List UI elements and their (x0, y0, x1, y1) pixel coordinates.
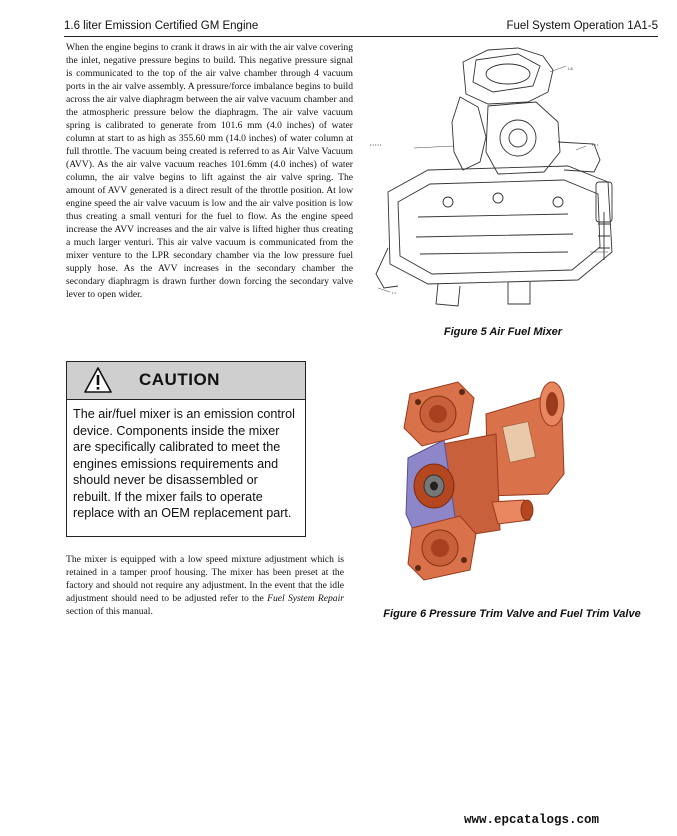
paragraph-text-end: section of this manual. (66, 606, 153, 617)
figure6-caption: Figure 6 Pressure Trim Valve and Fuel Tr… (383, 608, 641, 620)
caution-header: CAUTION (67, 362, 305, 400)
caution-box: CAUTION The air/fuel mixer is an emissio… (66, 361, 306, 537)
running-header: 1.6 liter Emission Certified GM Engine F… (64, 20, 658, 37)
header-left-title: 1.6 liter Emission Certified GM Engine (64, 20, 259, 32)
paragraph-text-start: The mixer is equipped with a low speed m… (66, 554, 344, 604)
pressure-trim-valve-photo (388, 374, 568, 596)
caution-title: CAUTION (139, 370, 220, 389)
paragraph-air-valve-vacuum: When the engine begins to crank it draws… (66, 42, 353, 300)
section-reference-link-text: Fuel System Repair (267, 593, 344, 604)
svg-text:• • •: • • • (592, 142, 599, 147)
svg-text:• • • • •: • • • • • (370, 142, 382, 147)
header-section-page: Fuel System Operation 1A1-5 (506, 20, 659, 32)
warning-triangle-icon (84, 367, 112, 393)
figure5-caption: Figure 5 Air Fuel Mixer (443, 326, 563, 338)
footer-website: www.epcatalogs.com (464, 813, 600, 827)
svg-text:I-8: I-8 (568, 66, 573, 71)
paragraph-mixture-adjustment: The mixer is equipped with a low speed m… (66, 553, 344, 618)
svg-text:• •: • • (392, 290, 397, 295)
caution-text: The air/fuel mixer is an emission contro… (73, 407, 295, 520)
air-fuel-mixer-line-drawing: I-8 • • • • • • • • • • (370, 47, 613, 307)
